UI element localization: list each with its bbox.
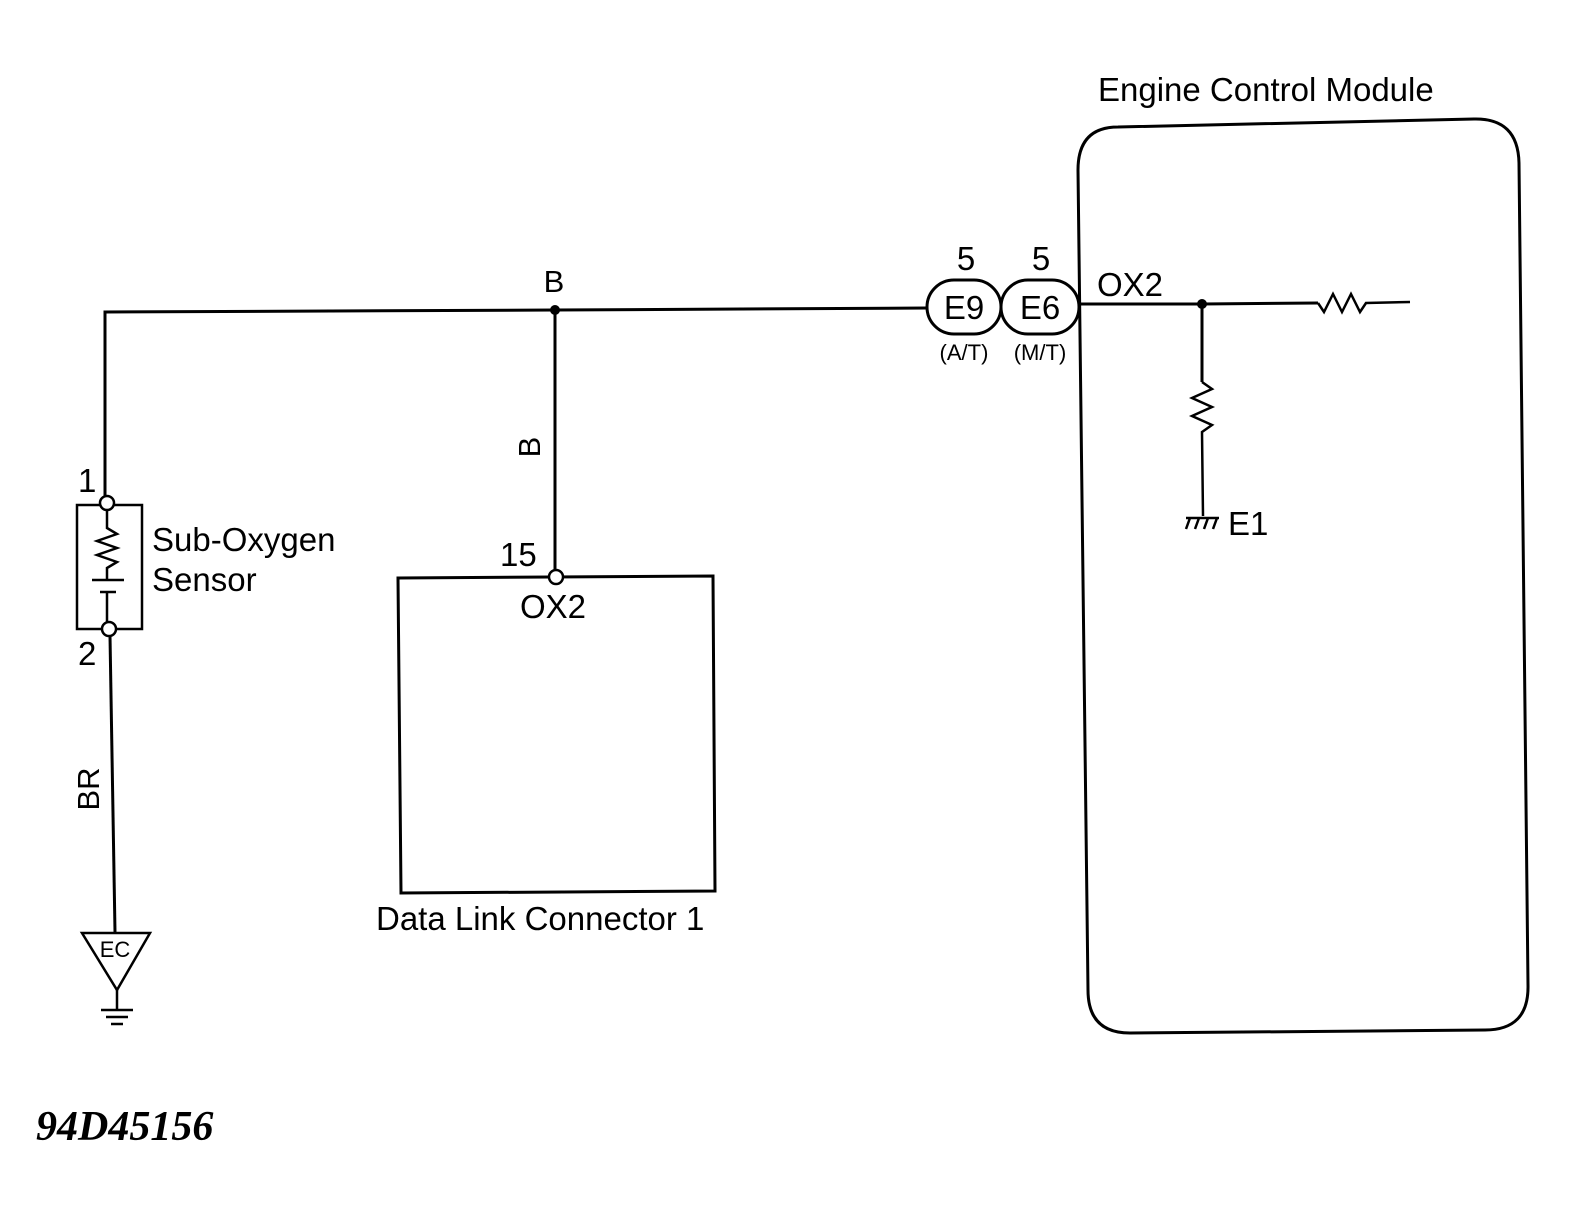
figure-id: 94D45156 <box>36 1104 213 1150</box>
ecm-ox2-label: OX2 <box>1097 266 1163 303</box>
connector-e6-pin: 5 <box>1032 240 1050 277</box>
ground-wire <box>108 635 117 933</box>
ground-triangle-icon <box>79 931 153 993</box>
main-wire-color-label: B <box>544 264 565 299</box>
sensor-label-line1: Sub-Oxygen <box>152 521 335 558</box>
dlc-pin-15-terminal <box>547 568 565 586</box>
dlc-pin-label: OX2 <box>520 588 586 625</box>
wire-junction-dot <box>550 305 560 315</box>
dlc-box <box>396 574 717 895</box>
sensor-cell-icon <box>92 578 124 622</box>
branch-wire-color-label: B <box>512 437 547 458</box>
dlc-label: Data Link Connector 1 <box>376 900 704 937</box>
ground-earth-icon <box>101 990 133 1026</box>
ecm-series-resistor-icon <box>1316 291 1411 315</box>
connector-e6-variant: (M/T) <box>1014 340 1067 365</box>
main-signal-wire <box>103 306 928 503</box>
data-link-connector-1: 15 OX2 Data Link Connector 1 <box>376 536 717 937</box>
connector-e9-id: E9 <box>944 289 984 326</box>
ground-wire-color-label: BR <box>71 767 106 810</box>
connector-e9-variant: (A/T) <box>940 340 989 365</box>
sensor-pin-1-label: 1 <box>78 462 96 499</box>
sub-oxygen-sensor: 1 2 Sub-Oxygen Sensor <box>75 462 335 672</box>
ecm-title: Engine Control Module <box>1098 71 1434 108</box>
sensor-pin-2-label: 2 <box>78 635 96 672</box>
sensor-pin-2-terminal <box>100 620 118 638</box>
ground-label: EC <box>100 937 131 962</box>
sensor-heater-resistor-icon <box>93 510 121 580</box>
ecm-chassis-ground-icon <box>1184 516 1219 530</box>
ec-ground-symbol: EC <box>79 931 153 1026</box>
sensor-label-line2: Sensor <box>152 561 257 598</box>
connector-e9: E9 5 (A/T) <box>925 240 1003 365</box>
connector-e6: E6 5 (M/T) <box>999 240 1081 365</box>
dlc-pin-number: 15 <box>500 536 537 573</box>
connector-e6-id: E6 <box>1020 289 1060 326</box>
ecm-pulldown-resistor-icon <box>1188 380 1216 517</box>
ecm-ground-label: E1 <box>1228 505 1268 542</box>
sensor-pin-1-terminal <box>98 494 116 512</box>
connector-e9-pin: 5 <box>957 240 975 277</box>
ecm-box <box>1076 117 1530 1035</box>
engine-control-module: Engine Control Module OX2 E1 <box>1076 71 1530 1035</box>
